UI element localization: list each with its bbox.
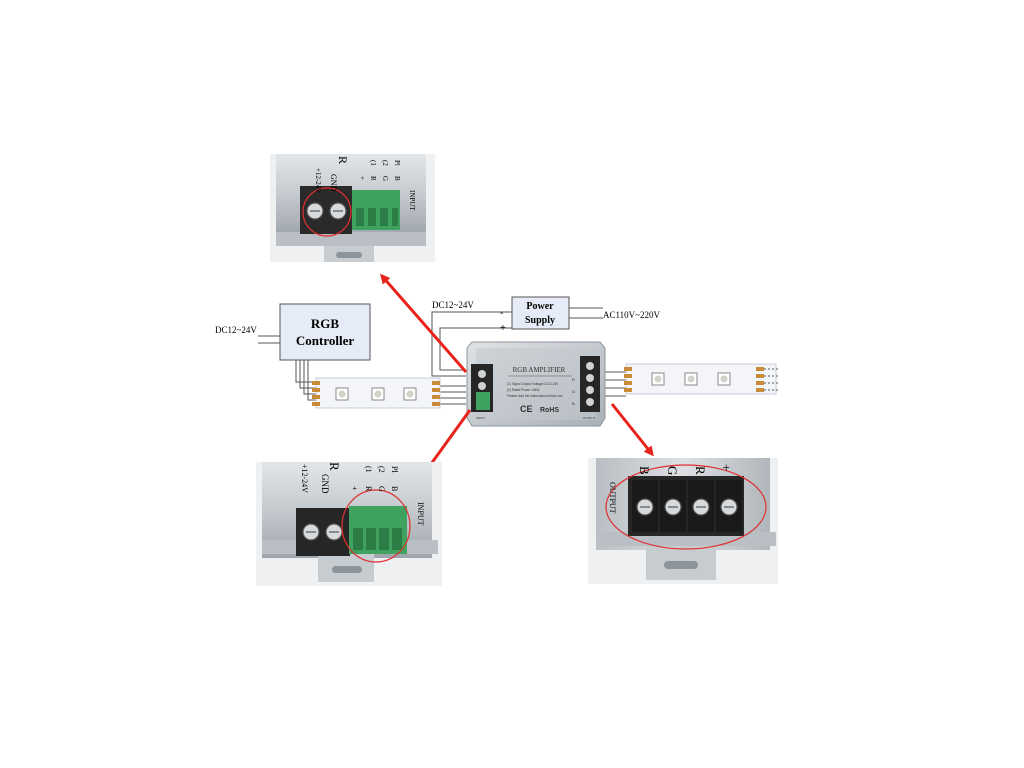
wires	[295, 311, 626, 405]
pin-label: G	[381, 176, 389, 181]
pin-label: R	[369, 176, 377, 181]
output-pin-label: G	[665, 466, 680, 475]
output-pin-label: +	[719, 464, 734, 471]
amp-input-green-terminal	[476, 392, 490, 410]
amp-spec-line2: (2) Rated Power 144W	[507, 388, 539, 392]
highlight-circle	[605, 464, 767, 550]
power-supply-output-voltage: DC12~24V	[432, 300, 474, 310]
amp-rgb-letter: G	[572, 389, 575, 394]
amp-rgb-letter: R	[572, 377, 575, 382]
voltage-label: +12-24V	[300, 464, 309, 493]
voltage-label: +12-24V	[314, 168, 322, 193]
input-side-label: INPUT	[408, 190, 416, 211]
power-supply-label-line1: Power	[526, 301, 554, 312]
zoom-input-bottom: +12-24V GND R + R G B (1 (2 Pl INPUT	[256, 462, 442, 586]
pin-header: Pl	[390, 466, 399, 473]
amp-rgb-letter: B	[572, 401, 575, 406]
controller-label-line2: Controller	[296, 333, 354, 348]
arrow-to-output-zoom	[610, 403, 654, 457]
output-pin-label: B	[637, 466, 652, 475]
output-pin-label: R	[693, 466, 708, 475]
pin-label: +	[350, 486, 359, 491]
minus-sign: -	[500, 308, 503, 319]
amp-spec-line1: (1) Signal Output Voltage DC12-24V	[507, 382, 559, 386]
pin-label: +	[358, 176, 366, 180]
gnd-label: GND	[320, 474, 330, 494]
rgb-amplifier: RGB AMPLIFIER (1) Signal Output Voltage …	[466, 341, 606, 427]
output-side-label: OUTPUT	[608, 482, 617, 514]
pin-header: (2	[381, 160, 389, 166]
led-strip-left	[312, 377, 441, 409]
rgb-controller: RGB Controller DC12~24V	[215, 303, 371, 361]
amp-spec-line3: Please read the Instructions before use	[507, 394, 563, 398]
amp-output-terminal	[580, 356, 600, 412]
highlight-circle	[302, 187, 352, 237]
arrow-to-top-zoom	[380, 273, 468, 373]
amp-title: RGB AMPLIFIER	[513, 366, 566, 374]
pin-label: B	[393, 176, 401, 181]
pin-label: G	[377, 486, 386, 492]
rohs-mark: RoHS	[540, 407, 559, 414]
ce-mark: CE	[520, 404, 533, 414]
power-supply-input-voltage: AC110V~220V	[603, 310, 661, 320]
amp-output-tag: OUTPUT	[583, 416, 596, 420]
power-supply: Power Supply DC12~24V AC110V~220V - +	[432, 296, 661, 334]
pin-header: (1	[364, 466, 373, 473]
pin-label: R	[364, 486, 373, 492]
power-supply-label-line2: Supply	[525, 315, 555, 326]
pin-label: B	[390, 486, 399, 491]
input-side-label: INPUT	[416, 502, 425, 526]
amp-input-tag: INPUT	[476, 416, 485, 420]
highlight-circle	[341, 489, 411, 563]
led-strip-right	[624, 363, 780, 395]
r-letter: R	[327, 462, 342, 471]
zoom-input-top: +12-24V GND R + R G B (1 (2 Pl INPUT	[270, 154, 435, 262]
gnd-label: GND	[329, 174, 338, 192]
pin-header: (2	[377, 466, 386, 473]
controller-label-line1: RGB	[311, 316, 340, 331]
pin-header: Pl	[393, 160, 401, 166]
pin-header: (1	[369, 160, 377, 166]
controller-input-voltage: DC12~24V	[215, 325, 257, 335]
r-letter: R	[336, 156, 350, 164]
zoom-output: B G R + OUTPUT	[588, 458, 778, 584]
